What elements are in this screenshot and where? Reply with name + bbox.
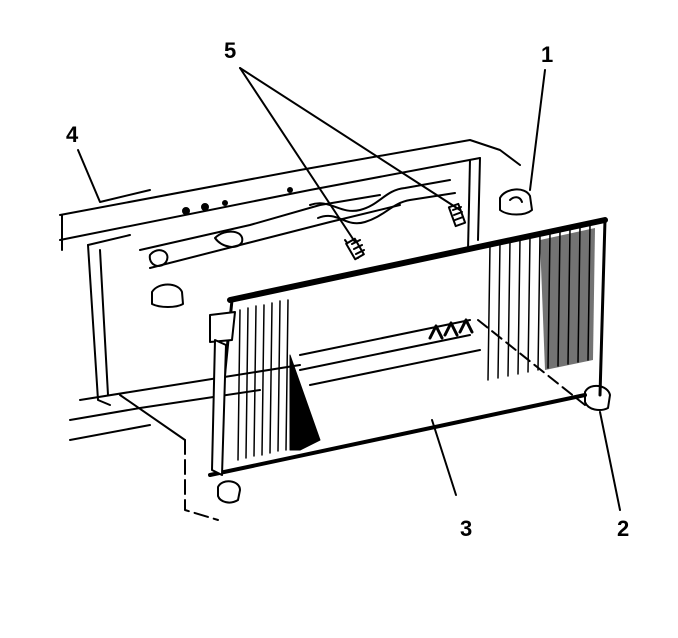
bolt-left xyxy=(344,237,365,261)
lower-insulator-right xyxy=(584,384,611,411)
bracket-left xyxy=(119,394,186,441)
upper-insulator xyxy=(499,188,533,216)
guide-line-left xyxy=(184,439,219,521)
callout-4: 4 xyxy=(66,122,79,147)
callout-2: 2 xyxy=(617,516,630,541)
condenser xyxy=(208,217,608,477)
callout-1: 1 xyxy=(541,42,554,67)
callout-5: 5 xyxy=(224,38,237,63)
callout-3: 3 xyxy=(460,516,473,541)
upper-insulator-left xyxy=(151,283,184,308)
leader-lines xyxy=(77,67,621,511)
lower-insulator-left xyxy=(217,480,241,504)
